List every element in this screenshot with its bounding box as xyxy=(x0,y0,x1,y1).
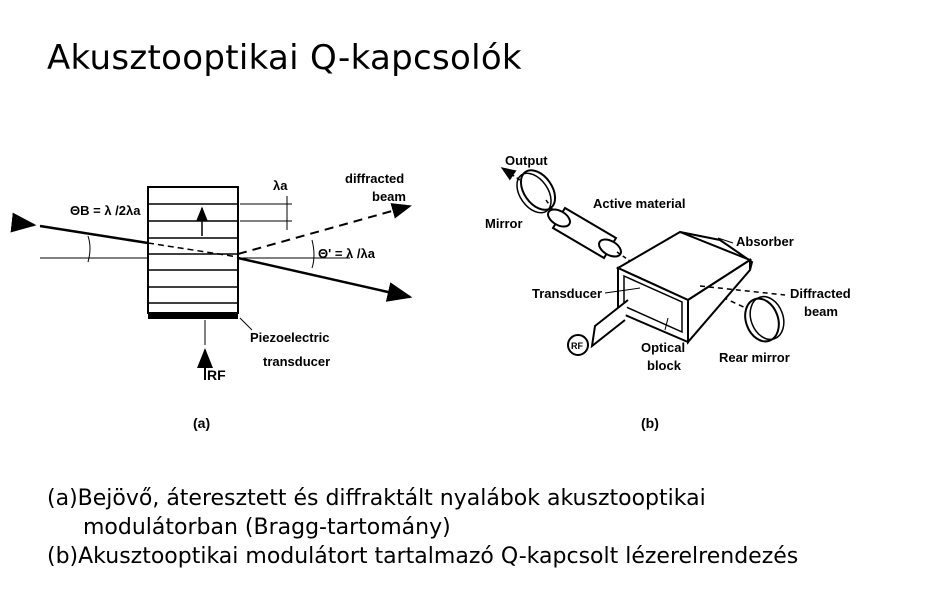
rear-mirror-label: Rear mirror xyxy=(719,350,790,365)
rf-source xyxy=(567,334,589,356)
optical-block xyxy=(615,230,753,345)
figure-a-label: (a) xyxy=(193,415,210,431)
figure-b-label: (b) xyxy=(641,415,659,431)
active-material-label: Active material xyxy=(593,196,686,211)
transducer-label: transducer xyxy=(263,354,330,369)
diffracted-label: diffracted xyxy=(345,171,404,186)
page-title: Akusztooptikai Q-kapcsolók xyxy=(47,38,522,78)
rf-label: RF xyxy=(207,367,226,383)
rf-b-label: RF xyxy=(571,341,583,351)
figure-a-diagram: ΘB = λ /2λa λa diffracted beam Θ' = λ /λ… xyxy=(10,171,413,431)
output-mirror xyxy=(519,169,557,211)
optical-label: Optical xyxy=(641,340,685,355)
figure-b-diagram: Output Mirror Active material Absorber T… xyxy=(485,153,851,431)
transducer-b-label: Transducer xyxy=(532,286,602,301)
caption-line-b: (b)Akusztooptikai modulátort tartalmazó … xyxy=(47,544,799,569)
caption: (a)Bejövő, áteresztett és diffraktált ny… xyxy=(47,484,798,571)
active-material-rod xyxy=(547,206,622,260)
rear-mirror xyxy=(744,297,780,343)
beam-label: beam xyxy=(372,189,406,204)
figure: ΘB = λ /2λa λa diffracted beam Θ' = λ /λ… xyxy=(10,153,851,431)
beam-b-label: beam xyxy=(804,304,838,319)
piezo-label: Piezoelectric xyxy=(250,330,330,345)
diffracted-b-label: Diffracted xyxy=(790,286,851,301)
caption-line-a-cont: modulátorban (Bragg-tartomány) xyxy=(83,515,451,540)
incident-beam xyxy=(39,224,149,245)
theta-b-label: ΘB = λ /2λa xyxy=(70,203,141,218)
lambda-a-label: λa xyxy=(273,178,288,193)
theta-prime-label: Θ' = λ /λa xyxy=(318,246,376,261)
absorber-label: Absorber xyxy=(736,234,794,249)
block-label: block xyxy=(647,358,682,373)
caption-line-a: (a)Bejövő, áteresztett és diffraktált ny… xyxy=(47,486,706,511)
piezo-transducer xyxy=(148,313,238,319)
mirror-label: Mirror xyxy=(485,216,523,231)
absorber xyxy=(679,231,754,271)
transmitted-beam xyxy=(237,256,413,302)
transducer-cable xyxy=(590,299,629,349)
output-label: Output xyxy=(505,153,548,168)
